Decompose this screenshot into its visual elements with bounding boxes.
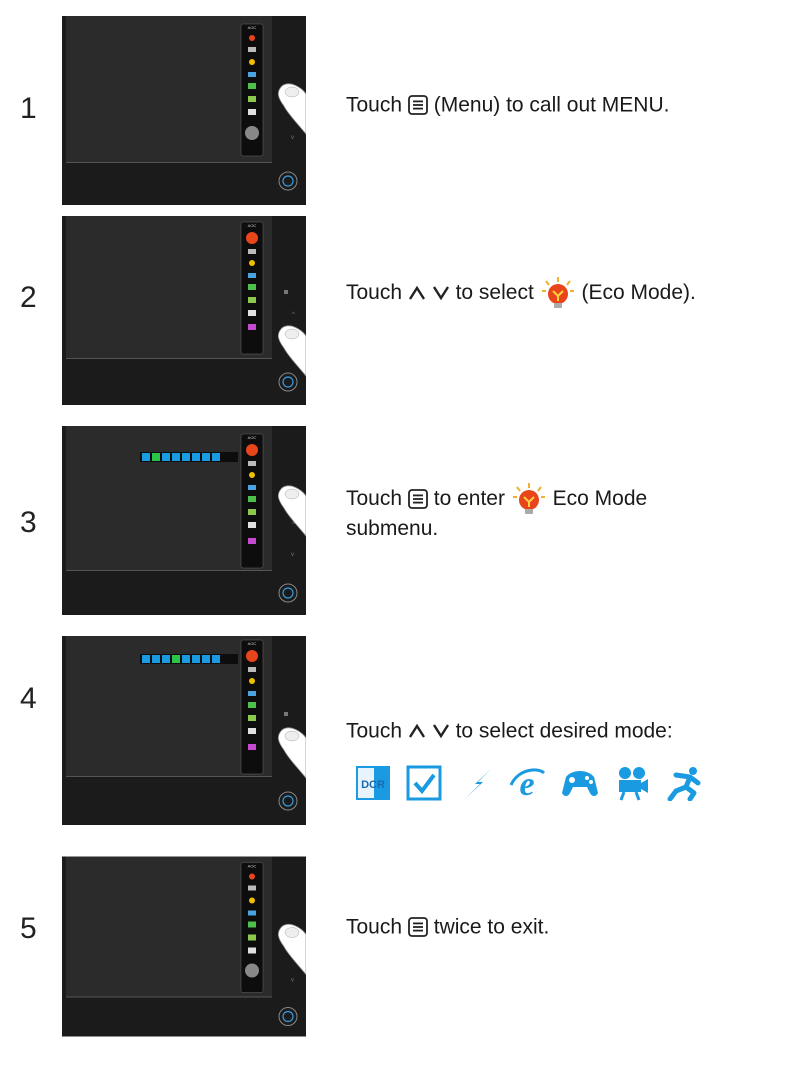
step-number: 2: [20, 281, 37, 314]
movie-icon: [619, 767, 648, 801]
step-4: 4 AOC Touch to select desired mode:: [0, 636, 789, 826]
down-arrow-icon: [432, 286, 449, 301]
step-instruction: Touch to select desired mode:: [346, 719, 673, 743]
lightning-icon: [465, 769, 491, 799]
svg-text:AOC: AOC: [248, 223, 257, 228]
svg-text:e: e: [519, 766, 534, 801]
svg-text:^: ^: [292, 522, 295, 528]
step-instruction: Touch to select (Eco Mode).: [346, 276, 696, 310]
internet-icon: e: [509, 766, 546, 801]
svg-text:v: v: [291, 552, 294, 558]
step-1: 1 AOC ^ v Touch (Menu) to call out MENU.: [0, 16, 789, 206]
step-number: 4: [20, 682, 37, 715]
monitor-illustration: AOC: [62, 636, 306, 825]
game-icon: [562, 771, 598, 796]
sports-icon: [667, 767, 701, 801]
dcr-icon: DCR: [356, 766, 390, 800]
step-instruction: Touch (Menu) to call out MENU.: [346, 93, 670, 117]
down-arrow-icon: [432, 724, 449, 739]
svg-text:^: ^: [292, 312, 295, 318]
svg-text:AOC: AOC: [248, 435, 257, 440]
up-arrow-icon: [408, 285, 425, 300]
step-instruction-line-2: submenu.: [346, 517, 439, 540]
menu-icon: [407, 95, 428, 116]
eco-mode-icon: [541, 277, 574, 308]
standard-check-icon: [406, 765, 442, 801]
step-2: 2 AOC ^ Touch to select (Eco Mode).: [0, 216, 789, 406]
svg-text:AOC: AOC: [248, 864, 257, 869]
svg-text:DCR: DCR: [361, 779, 385, 791]
step-5: 5 AOC ^ v Touch twice to exit.: [0, 852, 789, 1042]
step-instruction: Touch to enter Eco Mode: [346, 482, 647, 516]
finger-illustration: [278, 83, 306, 135]
up-arrow-icon: [408, 724, 425, 739]
step-number: 3: [20, 506, 37, 539]
step-instruction: Touch twice to exit.: [346, 915, 550, 939]
svg-text:AOC: AOC: [248, 641, 257, 646]
monitor-illustration: AOC ^: [62, 216, 306, 405]
step-number: 5: [20, 912, 37, 945]
monitor-illustration: AOC ^ v: [62, 426, 306, 615]
svg-text:v: v: [291, 135, 294, 141]
monitor-illustration: AOC ^ v: [62, 856, 306, 1037]
osd-icon-column: AOC: [240, 23, 264, 157]
monitor-illustration: AOC ^ v: [62, 16, 306, 205]
step-3: 3 AOC ^ v Touch to enter: [0, 426, 789, 616]
brand-logo: AOC: [248, 25, 257, 30]
svg-text:v: v: [291, 978, 294, 984]
menu-icon: [407, 489, 428, 509]
step-number: 1: [20, 92, 37, 125]
eco-mode-icon: [512, 483, 545, 514]
menu-icon: [407, 917, 428, 938]
